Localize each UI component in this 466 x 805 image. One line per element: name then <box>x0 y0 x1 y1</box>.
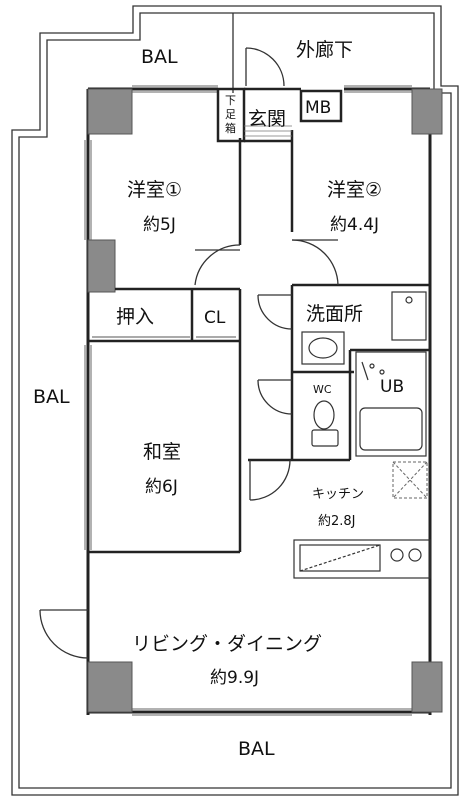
balcony-left-label: BAL <box>33 386 70 408</box>
shoe-box-label-3: 箱 <box>225 121 236 135</box>
room2-area-label: 約4.4J <box>330 215 379 235</box>
entrance-floor-hatch <box>244 125 292 137</box>
entrance-block <box>216 87 343 143</box>
kitchen-name-label: キッチン <box>312 487 364 502</box>
structural-columns <box>87 88 443 713</box>
ub-label: UB <box>380 377 404 397</box>
room1-name-label: 洋室① <box>127 179 182 201</box>
bathtub <box>355 351 427 457</box>
toilet <box>311 400 339 447</box>
windows <box>84 85 412 716</box>
balcony-bottom-label: BAL <box>238 738 275 760</box>
living-area-label: 約9.9J <box>210 668 259 688</box>
interior-walls <box>88 130 430 554</box>
closet-label: 押入 <box>116 306 154 328</box>
shoe-box-label-1: 下 <box>225 94 236 107</box>
shoe-box-label-2: 足 <box>225 108 236 121</box>
japanese-room-area-label: 約6J <box>145 477 178 497</box>
washbasin <box>301 331 345 365</box>
balcony-outline <box>11 5 459 796</box>
cl-label: CL <box>204 308 226 328</box>
washroom-label: 洗面所 <box>306 303 363 325</box>
japanese-room-name-label: 和室 <box>143 441 181 463</box>
washing-machine-pan <box>391 291 427 341</box>
room2-name-label: 洋室② <box>327 179 382 201</box>
entrance-label: 玄関 <box>248 108 286 130</box>
corridor-label: 外廊下 <box>296 39 353 61</box>
doors <box>39 47 339 659</box>
balcony-top-label: BAL <box>141 46 178 68</box>
kitchen-area-label: 約2.8J <box>318 514 356 529</box>
wc-label: WC <box>313 383 332 396</box>
kitchen-counter <box>293 539 431 579</box>
fridge-space <box>392 461 428 499</box>
room1-area-label: 約5J <box>143 215 176 235</box>
meter-box-label: MB <box>305 98 331 118</box>
living-name-label: リビング・ダイニング <box>132 633 322 655</box>
